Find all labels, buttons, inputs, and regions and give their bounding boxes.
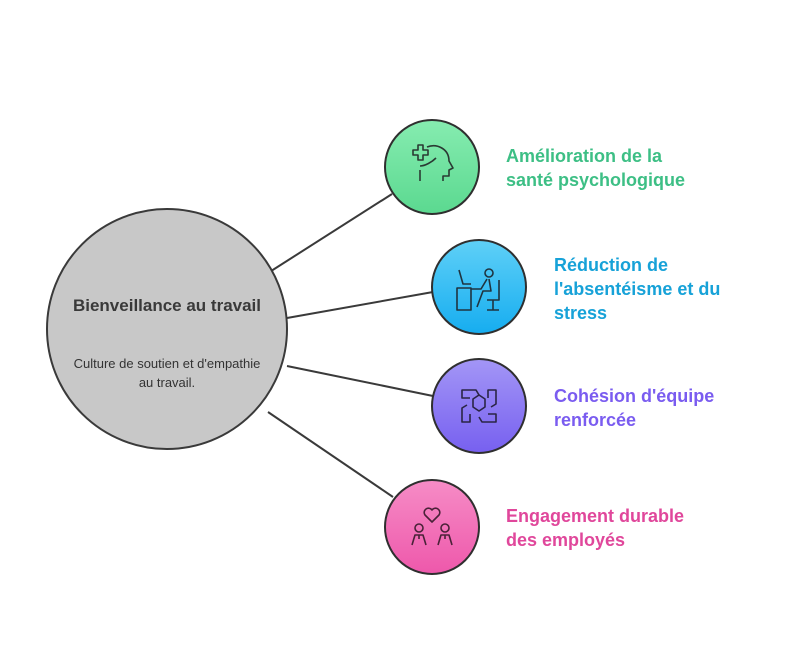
center-circle: [46, 208, 288, 450]
branch-circle-absenteeism: [431, 239, 527, 335]
connector-line: [267, 411, 394, 498]
branch-circle-engagement: [384, 479, 480, 575]
team-hands-icon: [461, 389, 497, 423]
branch-label-team: Cohésion d'équipe renforcée: [554, 386, 715, 430]
connector-line: [267, 193, 393, 274]
mental-health-icon: [412, 144, 454, 181]
desk-worker-icon: [456, 268, 500, 311]
connector-line: [286, 365, 434, 397]
connector-line: [286, 291, 434, 319]
branch-label-absenteeism: Réduction de l'absentéisme et du stress: [554, 255, 721, 323]
branch-circle-team: [431, 358, 527, 454]
center-title: Bienveillance au travail: [72, 296, 262, 315]
branch-label-health: Amélioration de la santé psychologique: [506, 146, 686, 190]
connector-lines: [267, 193, 434, 498]
branch-label-engagement: Engagement durable des employés: [506, 506, 685, 550]
employees-heart-icon: [411, 507, 453, 546]
center-description: Culture de soutien et d'empathie au trav…: [73, 356, 261, 390]
branch-circle-health: [384, 119, 480, 215]
